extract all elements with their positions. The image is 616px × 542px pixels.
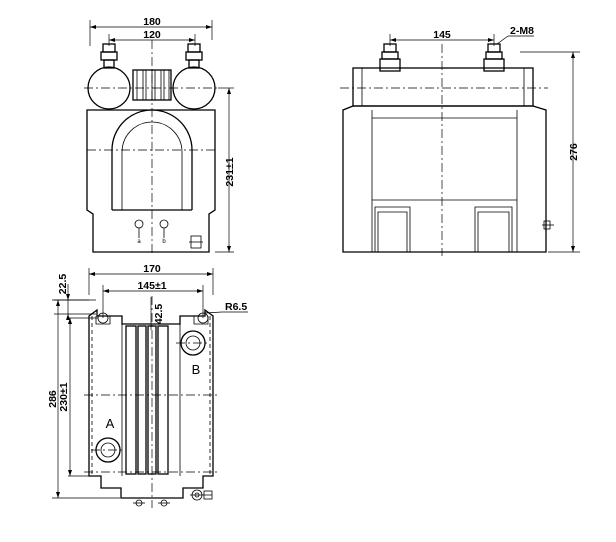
top-view: 170 145±1 22.5 42.5 R6.5 bbox=[47, 263, 248, 508]
front-terminal-b: b bbox=[162, 239, 166, 245]
top-dim-22-5: 22.5 bbox=[57, 274, 69, 295]
front-view: 180 120 a bbox=[84, 16, 236, 256]
top-dim-42-5: 42.5 bbox=[153, 304, 165, 325]
front-dim-231: 231±1 bbox=[224, 157, 236, 186]
front-dim-120: 120 bbox=[143, 29, 161, 41]
top-label-b: B bbox=[192, 362, 201, 377]
front-dim-180: 180 bbox=[143, 16, 161, 28]
top-dim-286: 286 bbox=[47, 390, 59, 408]
top-dim-230: 230±1 bbox=[58, 382, 70, 411]
side-dim-276: 276 bbox=[568, 143, 580, 161]
top-dim-170: 170 bbox=[143, 263, 161, 275]
side-dim-2m8: 2-M8 bbox=[510, 25, 534, 37]
side-dim-145: 145 bbox=[433, 29, 451, 41]
top-dim-145: 145±1 bbox=[137, 280, 166, 292]
side-view: 145 2-M8 bbox=[340, 25, 580, 256]
top-dim-r6-5: R6.5 bbox=[225, 301, 247, 313]
front-terminal-a: a bbox=[137, 239, 141, 245]
top-label-a: A bbox=[106, 416, 115, 431]
